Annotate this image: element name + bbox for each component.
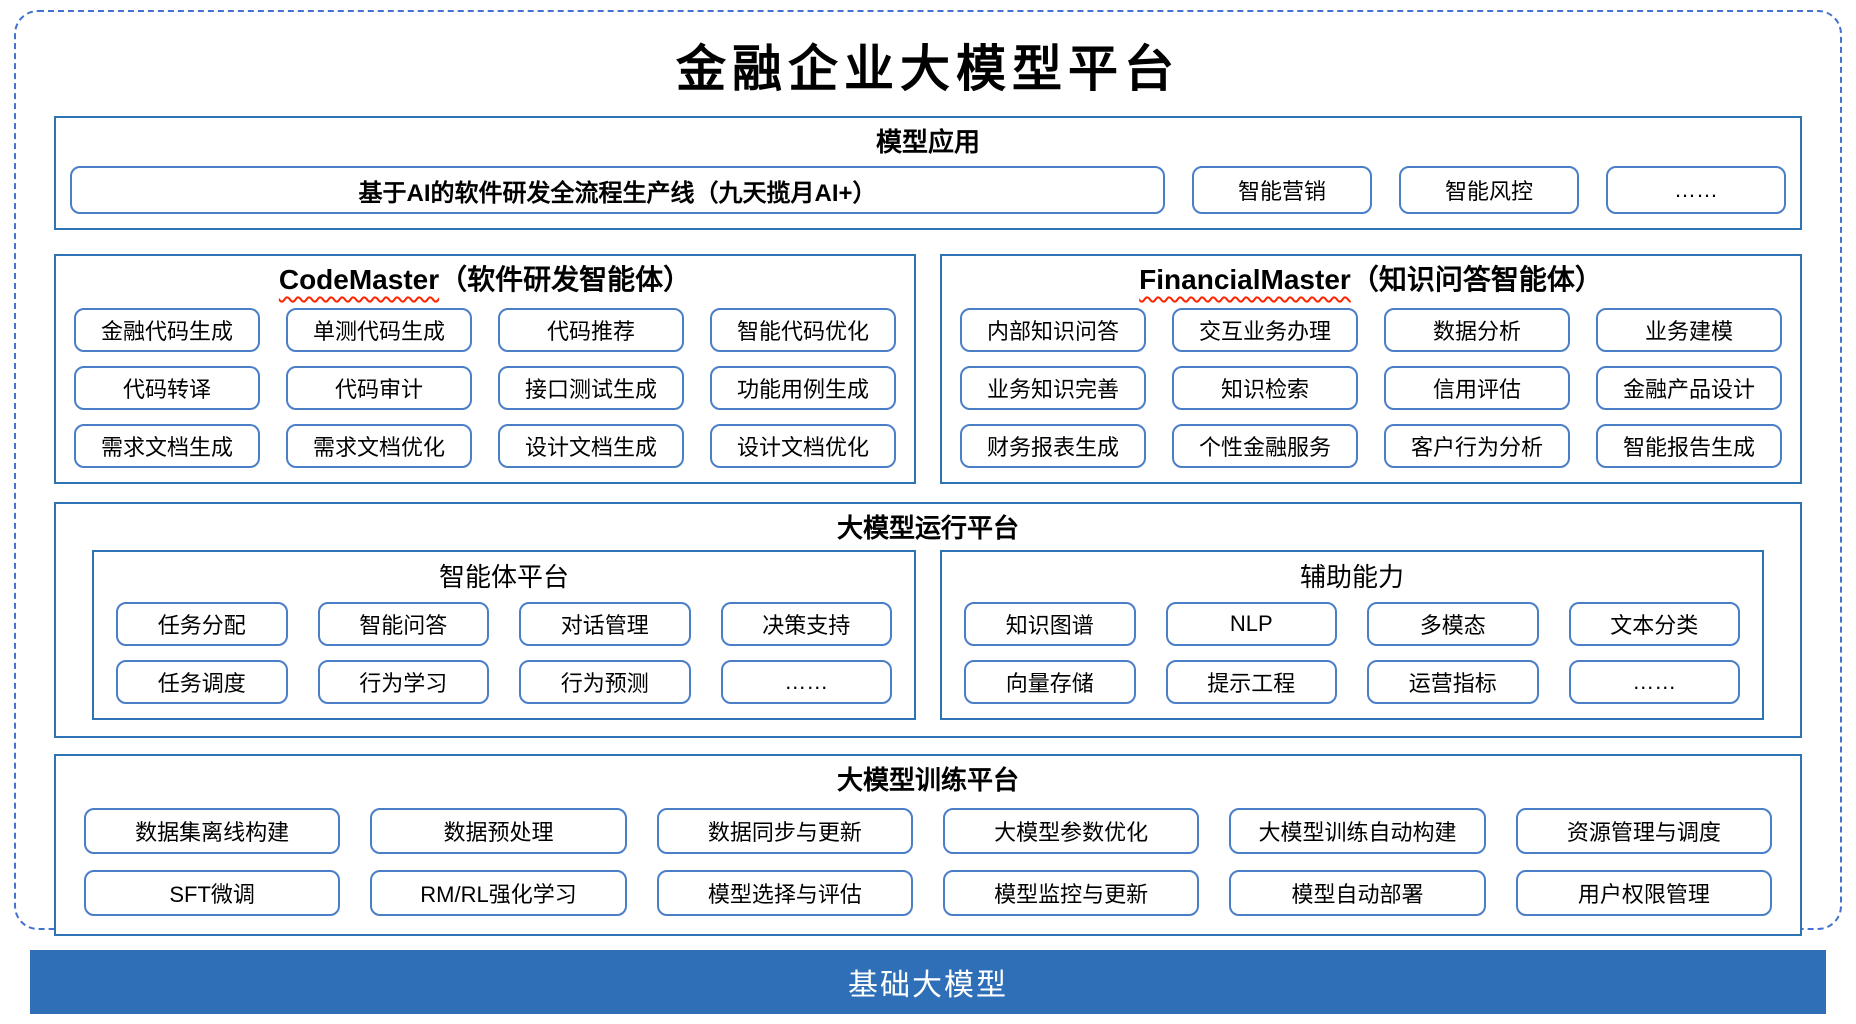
codemaster-item-box: 代码审计 xyxy=(286,366,472,410)
training-item-box: 模型自动部署 xyxy=(1229,870,1486,916)
agent-platform-grid: 任务分配智能问答对话管理决策支持任务调度行为学习行为预测 …… xyxy=(116,602,892,704)
financialmaster-item-box: 知识检索 xyxy=(1172,366,1358,410)
codemaster-item-box: 设计文档生成 xyxy=(498,424,684,468)
financialmaster-item-box: 业务建模 xyxy=(1596,308,1782,352)
agent-platform-item-box: …… xyxy=(720,660,892,704)
financialmaster-item-box: 信用评估 xyxy=(1384,366,1570,410)
training-item-box: RM/RL强化学习 xyxy=(370,870,627,916)
section-financialmaster: FinancialMaster（知识问答智能体） 内部知识问答交互业务办理数据分… xyxy=(940,254,1802,484)
training-item-box: SFT微调 xyxy=(84,870,341,916)
aux-ability-item-box: 运营指标 xyxy=(1367,660,1539,704)
section-model-application: 模型应用 基于AI的软件研发全流程生产线（九天揽月AI+） 智能营销智能风控 …… xyxy=(54,116,1802,230)
runtime-platform-header: 大模型运行平台 xyxy=(836,513,1019,543)
codemaster-item-box: 功能用例生成 xyxy=(710,366,896,410)
agents-row: CodeMaster（软件研发智能体） 金融代码生成单测代码生成代码推荐智能代码… xyxy=(54,254,1802,484)
aux-ability-item-box: 提示工程 xyxy=(1165,660,1337,704)
financialmaster-item-box: 客户行为分析 xyxy=(1384,424,1570,468)
agent-platform-header: 智能体平台 xyxy=(438,562,569,592)
section-codemaster: CodeMaster（软件研发智能体） 金融代码生成单测代码生成代码推荐智能代码… xyxy=(54,254,916,484)
aux-ability-item-box: NLP xyxy=(1165,602,1337,646)
codemaster-item-box: 智能代码优化 xyxy=(710,308,896,352)
training-item-box: 用户权限管理 xyxy=(1515,870,1772,916)
financialmaster-item-box: 个性金融服务 xyxy=(1172,424,1358,468)
codemaster-item-grid: 金融代码生成单测代码生成代码推荐智能代码优化代码转译代码审计接口测试生成功能用例… xyxy=(74,308,896,468)
aux-ability-grid: 知识图谱 NLP 多模态文本分类向量存储提示工程运营指标 …… xyxy=(964,602,1740,704)
training-item-box: 资源管理与调度 xyxy=(1515,808,1772,854)
financialmaster-item-box: 业务知识完善 xyxy=(960,366,1146,410)
agent-platform-item-box: 任务调度 xyxy=(116,660,288,704)
codemaster-subtitle: （软件研发智能体） xyxy=(439,264,692,295)
codemaster-item-box: 单测代码生成 xyxy=(286,308,472,352)
foundation-model-label: 基础大模型 xyxy=(848,969,1008,1002)
training-item-box: 数据同步与更新 xyxy=(656,808,913,854)
app-item-list: 智能营销智能风控 …… xyxy=(1192,166,1786,214)
financialmaster-title: FinancialMaster（知识问答智能体） xyxy=(960,260,1782,300)
agent-platform-item-box: 行为预测 xyxy=(519,660,691,704)
training-item-box: 模型监控与更新 xyxy=(943,870,1200,916)
aux-ability-item-box: 文本分类 xyxy=(1568,602,1740,646)
codemaster-item-box: 接口测试生成 xyxy=(498,366,684,410)
section-runtime-platform: 大模型运行平台 智能体平台 任务分配智能问答对话管理决策支持任务调度行为学习行为… xyxy=(54,502,1802,738)
runtime-inner-row: 智能体平台 任务分配智能问答对话管理决策支持任务调度行为学习行为预测 …… 辅助能… xyxy=(92,550,1764,720)
financialmaster-item-box: 交互业务办理 xyxy=(1172,308,1358,352)
aux-ability-item-box: 知识图谱 xyxy=(964,602,1136,646)
agent-platform-item-box: 对话管理 xyxy=(519,602,691,646)
financialmaster-item-box: 智能报告生成 xyxy=(1596,424,1782,468)
agent-platform-item-box: 行为学习 xyxy=(317,660,489,704)
model-application-header: 模型应用 xyxy=(875,127,980,157)
codemaster-title: CodeMaster（软件研发智能体） xyxy=(74,260,896,300)
app-item-box: …… xyxy=(1606,166,1786,214)
aux-ability-item-box: 多模态 xyxy=(1367,602,1539,646)
app-main-pipeline-box: 基于AI的软件研发全流程生产线（九天揽月AI+） xyxy=(70,166,1165,214)
codemaster-item-box: 代码推荐 xyxy=(498,308,684,352)
training-item-box: 数据预处理 xyxy=(370,808,627,854)
training-item-grid: 数据集离线构建数据预处理数据同步与更新大模型参数优化大模型训练自动构建资源管理与… xyxy=(84,808,1772,916)
financialmaster-item-box: 财务报表生成 xyxy=(960,424,1146,468)
agent-platform-box: 智能体平台 任务分配智能问答对话管理决策支持任务调度行为学习行为预测 …… xyxy=(92,550,916,720)
codemaster-item-box: 代码转译 xyxy=(74,366,260,410)
aux-ability-box: 辅助能力 知识图谱 NLP 多模态文本分类向量存储提示工程运营指标 …… xyxy=(940,550,1764,720)
agent-platform-item-box: 智能问答 xyxy=(317,602,489,646)
codemaster-item-box: 金融代码生成 xyxy=(74,308,260,352)
model-application-row: 基于AI的软件研发全流程生产线（九天揽月AI+） 智能营销智能风控 …… xyxy=(56,158,1800,214)
financialmaster-subtitle: （知识问答智能体） xyxy=(1350,264,1603,295)
training-platform-header: 大模型训练平台 xyxy=(836,765,1019,795)
financialmaster-item-box: 数据分析 xyxy=(1384,308,1570,352)
training-item-box: 大模型参数优化 xyxy=(943,808,1200,854)
app-item-box: 智能营销 xyxy=(1192,166,1372,214)
agent-platform-item-box: 任务分配 xyxy=(116,602,288,646)
training-item-box: 模型选择与评估 xyxy=(656,870,913,916)
agent-platform-item-box: 决策支持 xyxy=(720,602,892,646)
financialmaster-item-box: 金融产品设计 xyxy=(1596,366,1782,410)
training-item-box: 大模型训练自动构建 xyxy=(1229,808,1486,854)
training-item-box: 数据集离线构建 xyxy=(84,808,341,854)
aux-ability-item-box: 向量存储 xyxy=(964,660,1136,704)
codemaster-item-box: 需求文档生成 xyxy=(74,424,260,468)
financialmaster-item-box: 内部知识问答 xyxy=(960,308,1146,352)
codemaster-item-box: 设计文档优化 xyxy=(710,424,896,468)
financialmaster-item-grid: 内部知识问答交互业务办理数据分析业务建模业务知识完善知识检索信用评估金融产品设计… xyxy=(960,308,1782,468)
app-item-box: 智能风控 xyxy=(1399,166,1579,214)
platform-dashed-frame: 金融企业大模型平台 模型应用 基于AI的软件研发全流程生产线（九天揽月AI+） … xyxy=(14,10,1842,936)
foundation-model-bar: 基础大模型 xyxy=(30,950,1826,1014)
financialmaster-name: FinancialMaster xyxy=(1139,264,1351,295)
section-training-platform: 大模型训练平台 数据集离线构建数据预处理数据同步与更新大模型参数优化大模型训练自… xyxy=(54,754,1802,936)
diagram-title: 金融企业大模型平台 xyxy=(676,41,1180,97)
codemaster-item-box: 需求文档优化 xyxy=(286,424,472,468)
aux-ability-item-box: …… xyxy=(1568,660,1740,704)
codemaster-name: CodeMaster xyxy=(278,264,440,295)
aux-ability-header: 辅助能力 xyxy=(1299,562,1404,592)
